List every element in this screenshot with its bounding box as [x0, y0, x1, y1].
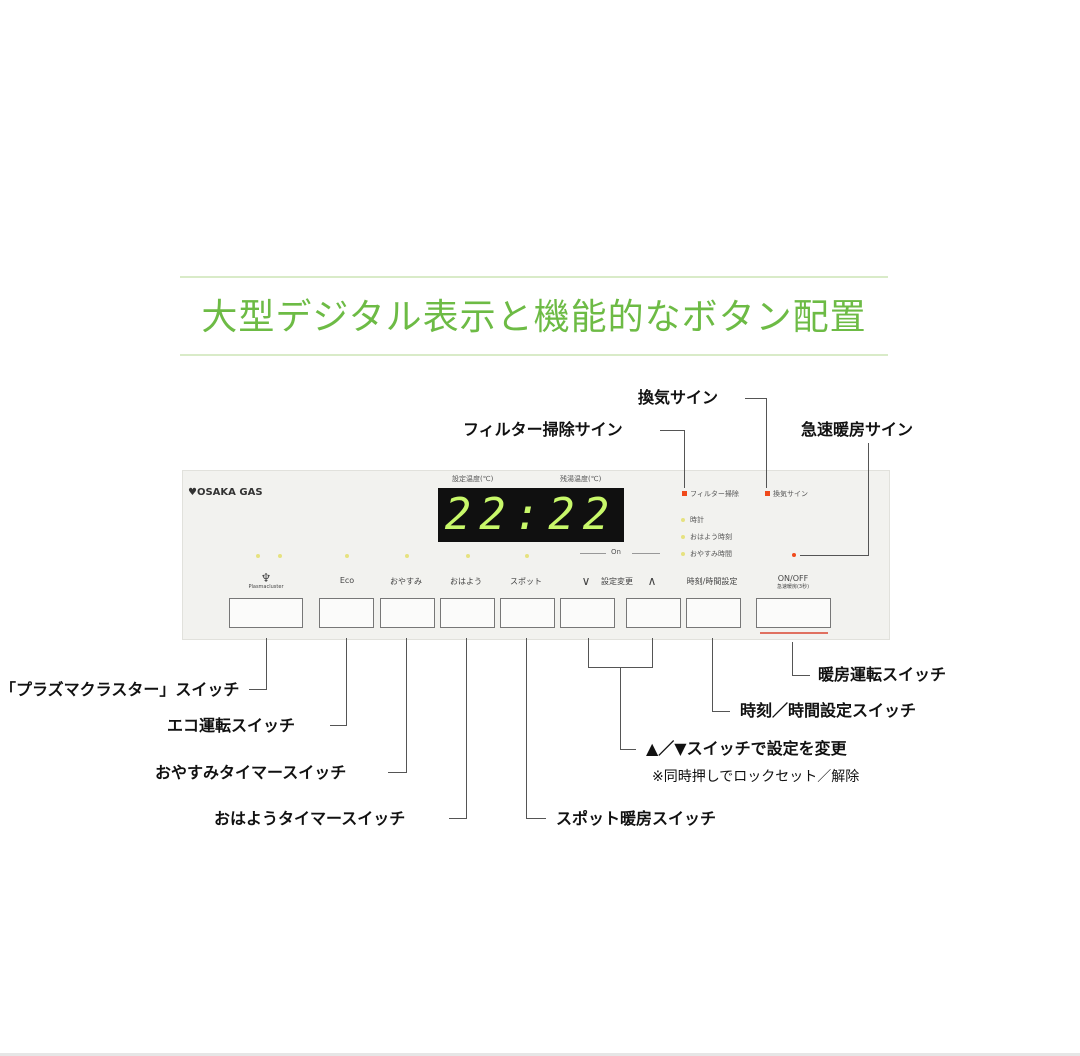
clock-switch-callout: 時刻／時間設定スイッチ: [740, 701, 917, 720]
rapid-heat-callout-line-h: [800, 555, 869, 556]
spot-lamp: [525, 554, 529, 558]
brand-name: OSAKA GAS: [196, 487, 263, 498]
spot-label: スポット: [510, 577, 542, 586]
filter-indicator-label: フィルター掃除: [690, 490, 739, 498]
ohayo-switch-callout: おはようタイマースイッチ: [214, 809, 406, 828]
clock-indicator-lamp: [681, 518, 685, 522]
eco-switch-callout: エコ運転スイッチ: [167, 716, 296, 735]
up-arrow-button[interactable]: [626, 598, 681, 628]
arrow-callout-line-v: [620, 667, 621, 749]
oyasumi-indicator-lamp: [681, 552, 685, 556]
eco-callout-line-v: [346, 638, 347, 725]
arrow-bracket-left: [588, 638, 589, 668]
plasma-callout-line-h: [249, 689, 267, 690]
ohayo-callout-line-v: [466, 638, 467, 818]
ohayo-callout-line-h: [449, 818, 467, 819]
on-marker-label: On: [611, 548, 621, 556]
brand-logo: ♥OSAKA GAS: [188, 487, 263, 498]
spot-callout-line-v: [526, 638, 527, 818]
clock-callout-line-h: [712, 711, 730, 712]
filter-callout-line-v: [684, 430, 685, 488]
on-marker-line-right: [632, 553, 660, 554]
oyasumi-callout-line-h: [388, 772, 407, 773]
chevron-up-icon: ∧: [647, 574, 657, 588]
plasmacluster-switch-callout: 「プラズマクラスター」スイッチ: [0, 680, 240, 699]
plasma-lamp-2: [278, 554, 282, 558]
oyasumi-indicator-label: おやすみ時間: [690, 550, 732, 558]
spot-switch-callout: スポット暖房スイッチ: [556, 809, 717, 828]
plasmacluster-label: ♆ Plasmacluster: [242, 572, 290, 590]
rapid-heat-sign-callout: 急速暖房サイン: [801, 420, 914, 439]
vent-callout-line-v: [766, 398, 767, 488]
clock-callout-line-v: [712, 638, 713, 712]
eco-callout-line-h: [330, 725, 347, 726]
ohayo-indicator-lamp: [681, 535, 685, 539]
ohayo-label: おはよう: [450, 577, 482, 586]
arrow-bracket-right: [652, 638, 653, 668]
oyasumi-lamp: [405, 554, 409, 558]
page-title: 大型デジタル表示と機能的なボタン配置: [201, 297, 867, 338]
rapid-heat-lamp: [792, 553, 796, 557]
title-rule-top: [180, 276, 888, 278]
heat-callout-line-v: [792, 642, 793, 676]
vent-indicator-label: 換気サイン: [773, 490, 808, 498]
setting-change-label: 設定変更: [601, 577, 633, 586]
arrow-callout-line-h: [620, 749, 636, 750]
oyasumi-label: おやすみ: [390, 577, 422, 586]
display-label-left: 設定温度(℃): [452, 475, 494, 483]
power-button-accent: [760, 632, 828, 634]
bottom-border: [0, 1053, 1080, 1056]
eco-button[interactable]: [319, 598, 374, 628]
power-button[interactable]: [756, 598, 831, 628]
filter-callout-line-h: [660, 430, 685, 431]
filter-sign-callout: フィルター掃除サイン: [463, 420, 623, 439]
arrow-switch-callout: ▲／▼スイッチで設定を変更: [646, 739, 847, 758]
heat-switch-callout: 暖房運転スイッチ: [818, 665, 947, 684]
clock-set-label: 時刻/時間設定: [686, 577, 738, 586]
clock-set-button[interactable]: [686, 598, 741, 628]
digital-display: 22:22: [438, 488, 624, 542]
eco-lamp: [345, 554, 349, 558]
down-arrow-button[interactable]: [560, 598, 615, 628]
heart-icon: ♥: [188, 487, 197, 498]
ohayo-timer-button[interactable]: [440, 598, 495, 628]
plasmacluster-text: Plasmacluster: [248, 584, 284, 590]
ohayo-lamp: [466, 554, 470, 558]
title-rule-bottom: [180, 354, 888, 356]
chevron-down-icon: ∨: [581, 574, 591, 588]
filter-indicator-lamp: [682, 491, 687, 496]
power-label: ON/OFF 急速暖房(3秒): [760, 574, 826, 590]
oyasumi-switch-callout: おやすみタイマースイッチ: [155, 763, 347, 782]
plasma-lamp-1: [256, 554, 260, 558]
rapid-heat-callout-line-v: [868, 443, 869, 555]
ohayo-indicator-label: おはよう時刻: [690, 533, 732, 541]
vent-indicator-lamp: [765, 491, 770, 496]
plasmacluster-button[interactable]: [229, 598, 303, 628]
plasma-callout-line-v: [266, 638, 267, 689]
clock-indicator-label: 時計: [690, 516, 704, 524]
oyasumi-callout-line-v: [406, 638, 407, 772]
oyasumi-timer-button[interactable]: [380, 598, 435, 628]
eco-label: Eco: [339, 576, 355, 585]
spot-callout-line-h: [526, 818, 546, 819]
power-label-main: ON/OFF: [777, 574, 809, 583]
vent-sign-callout: 換気サイン: [638, 388, 719, 407]
heat-callout-line-h: [792, 675, 810, 676]
power-label-sub: 急速暖房(3秒): [776, 584, 810, 590]
arrow-switch-note: ※同時押しでロックセット／解除: [652, 769, 860, 785]
plasmacluster-icon: ♆: [260, 571, 272, 585]
on-marker-line-left: [580, 553, 606, 554]
vent-callout-line-h: [745, 398, 767, 399]
display-label-right: 残湯温度(℃): [560, 475, 602, 483]
spot-heat-button[interactable]: [500, 598, 555, 628]
